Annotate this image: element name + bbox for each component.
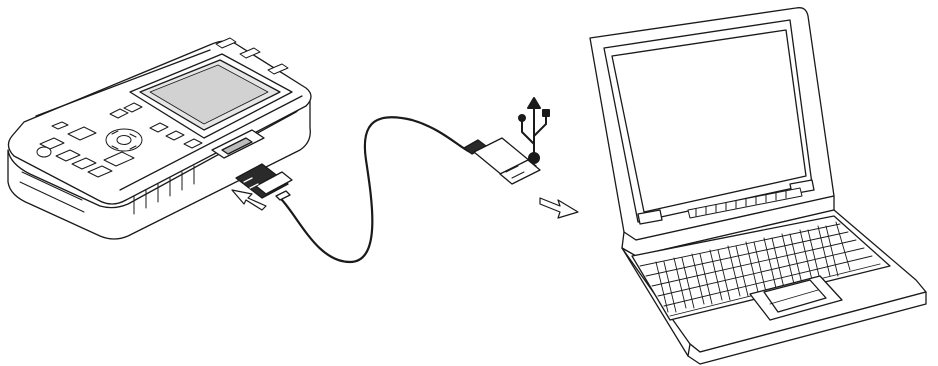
handheld-meter-icon (8, 38, 311, 239)
usb-symbol-icon (519, 98, 549, 163)
laptop-icon (590, 8, 926, 364)
